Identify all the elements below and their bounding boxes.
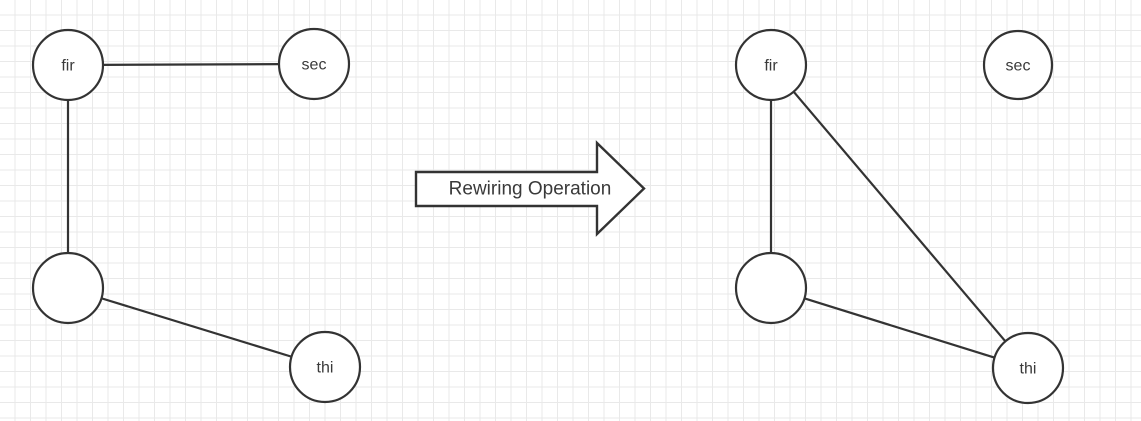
node-after-unlabeled[interactable] (734, 251, 808, 325)
edge-after-fir-thi (791, 89, 1008, 344)
node-before-unlabeled[interactable] (31, 251, 105, 325)
node-after-sec[interactable]: sec (982, 29, 1054, 101)
node-before-fir[interactable]: fir (31, 28, 105, 102)
edge-before-fir-sec (100, 63, 282, 66)
node-circle-thi[interactable] (288, 330, 362, 404)
node-after-fir[interactable]: fir (734, 28, 808, 102)
node-after-thi[interactable]: thi (991, 331, 1065, 405)
node-circle-unlabeled[interactable] (31, 251, 105, 325)
node-circle-thi[interactable] (991, 331, 1065, 405)
rewiring-arrow-group: Rewiring Operation (414, 140, 646, 237)
node-before-thi[interactable]: thi (288, 330, 362, 404)
rewiring-arrow-icon (414, 140, 646, 237)
node-circle-fir[interactable] (31, 28, 105, 102)
node-circle-sec[interactable] (982, 29, 1054, 101)
edge-before-unlabeled-thi (99, 296, 294, 359)
node-circle-sec[interactable] (277, 27, 351, 101)
node-before-sec[interactable]: sec (277, 27, 351, 101)
node-circle-unlabeled[interactable] (734, 251, 808, 325)
edge-after-unlabeled-thi (802, 297, 997, 359)
nodes-layer: fir sec thi fir sec thi (31, 27, 1065, 405)
edges-layer (66, 63, 1008, 359)
node-circle-fir[interactable] (734, 28, 808, 102)
